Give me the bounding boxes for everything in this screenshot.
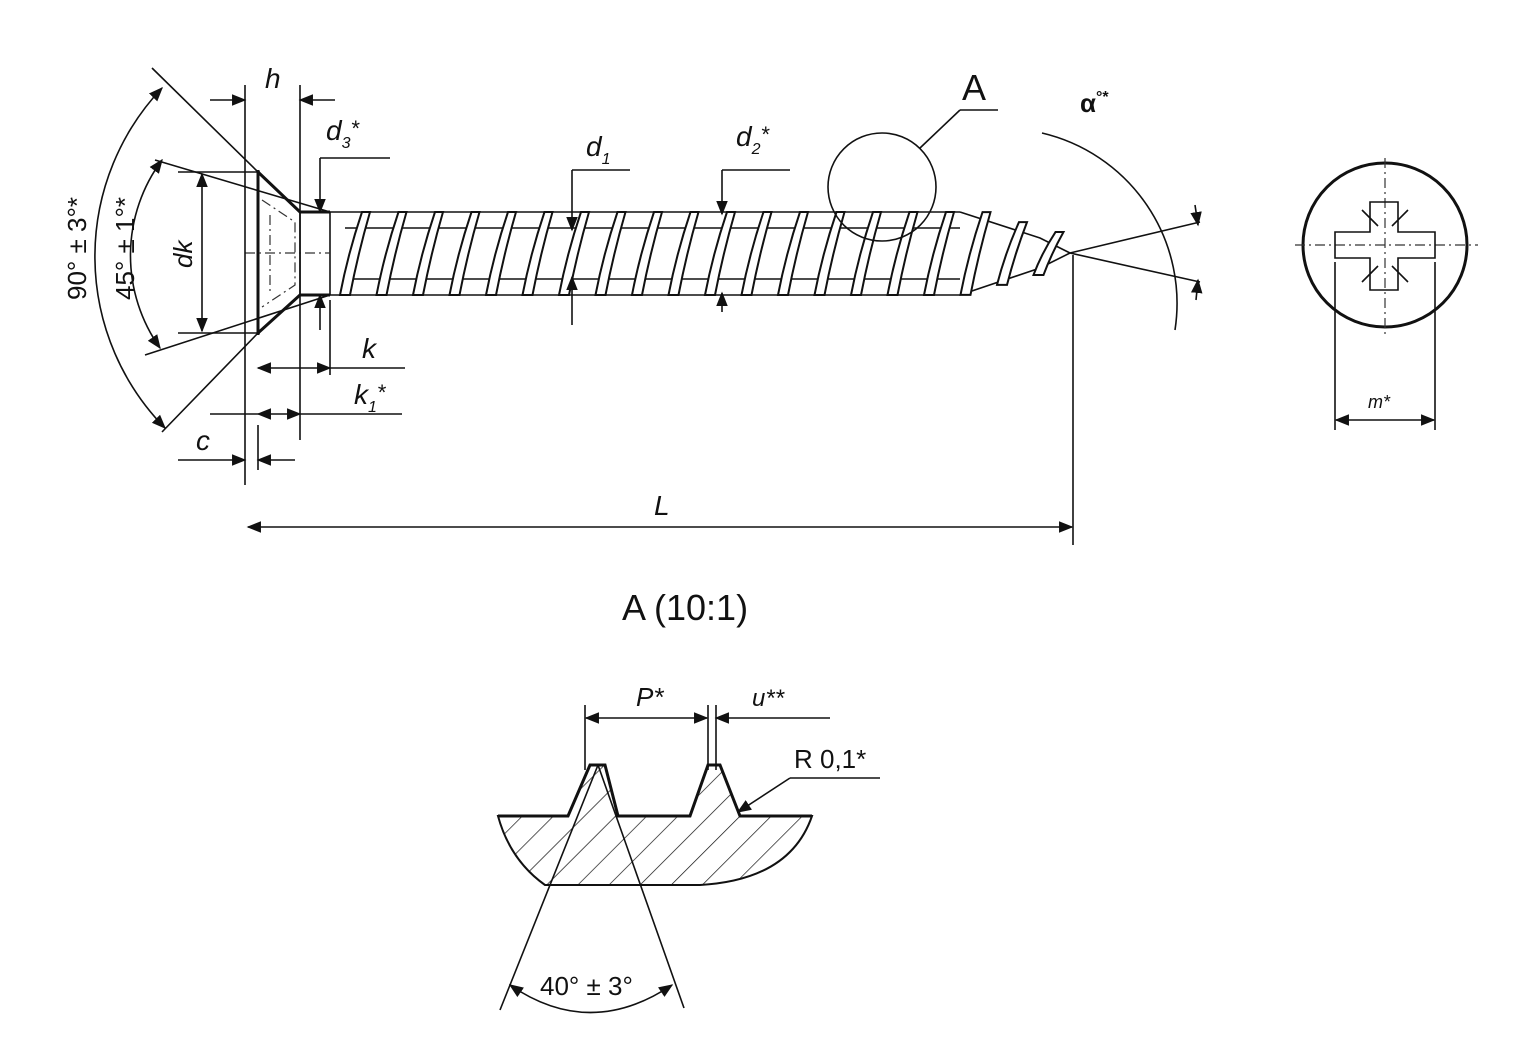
- thread-crest: [922, 211, 956, 296]
- screw-head-end-view: m*: [1295, 158, 1478, 430]
- screw-thread: [330, 211, 1071, 296]
- thread-crest: [886, 211, 919, 296]
- thread-crest: [1032, 231, 1066, 276]
- dim-k-label: k: [362, 333, 378, 364]
- dim-u-label: u**: [752, 685, 785, 712]
- thread-crest: [411, 211, 445, 296]
- dim-L-label: L: [654, 490, 670, 521]
- detail-a-callout-label: A: [962, 67, 986, 108]
- angle-90-label: 90° ± 3°*: [62, 197, 92, 300]
- dim-d3-label: d3*: [326, 115, 360, 152]
- dim-dk-label: dk: [168, 239, 198, 268]
- screw-side-view: A α°* h d3* d1 d2: [62, 63, 1203, 545]
- detail-a-marker: [827, 132, 937, 242]
- dim-c-label: c: [196, 425, 210, 456]
- angle-45-label: 45° ± 1°*: [110, 197, 140, 300]
- thread-crest: [703, 211, 737, 296]
- dim-P-label: P*: [636, 682, 664, 712]
- dim-k1-label: k1*: [354, 379, 387, 416]
- thread-crest: [630, 211, 664, 296]
- detail-a-title: A (10:1): [622, 587, 748, 628]
- thread-crest: [594, 211, 627, 296]
- thread-crest: [740, 211, 773, 296]
- thread-crest: [667, 211, 700, 296]
- thread-crest: [521, 211, 554, 296]
- thread-crest: [959, 211, 992, 296]
- dim-m-label: m*: [1368, 392, 1391, 412]
- thread-crest: [813, 211, 846, 296]
- dim-R-label: R 0,1*: [794, 744, 866, 774]
- point-angle-label: α°*: [1080, 88, 1109, 118]
- dim-d1-label: d1: [586, 131, 610, 168]
- thread-crest: [849, 211, 883, 296]
- thread-crest: [995, 221, 1029, 286]
- angle-40-label: 40° ± 3°: [540, 971, 633, 1001]
- thread-crest: [448, 211, 481, 296]
- thread-section: [496, 764, 814, 886]
- dim-h-label: h: [265, 63, 281, 94]
- thread-crest: [557, 211, 591, 296]
- screw-head: [245, 170, 331, 335]
- thread-crest: [338, 211, 372, 296]
- thread-crest: [375, 211, 408, 296]
- dim-d2-label: d2*: [736, 121, 770, 158]
- detail-a-view: A (10:1) P* u** R 0,1* 40° ± 3°: [496, 587, 880, 1014]
- thread-crest: [776, 211, 810, 296]
- thread-crest: [484, 211, 518, 296]
